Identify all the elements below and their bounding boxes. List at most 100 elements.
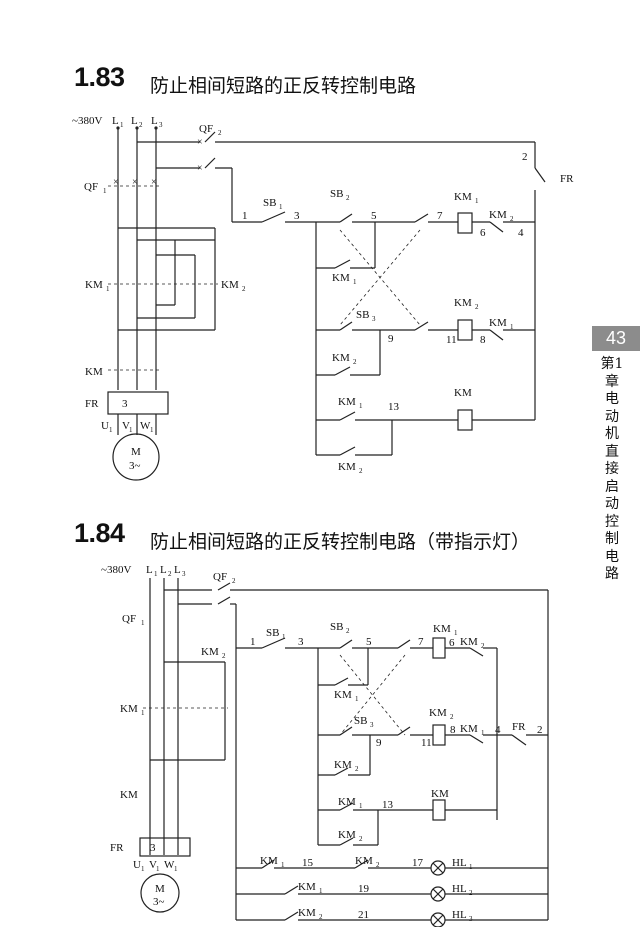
svg-text:1: 1 [319,887,323,895]
svg-text:1: 1 [454,629,458,637]
km1-hold-label: KM [332,272,350,284]
svg-text:1: 1 [481,729,485,737]
km-coil-label: KM [454,387,472,399]
svg-text:2: 2 [481,642,485,650]
svg-text:2: 2 [469,889,473,897]
svg-text:3: 3 [150,842,156,854]
km1-coil-label: KM [454,191,472,203]
svg-text:3: 3 [159,121,163,129]
section-title-1-84: 防止相间短路的正反转控制电路（带指示灯） [150,531,531,553]
svg-text:×: × [197,137,203,148]
section-title-1-83: 防止相间短路的正反转控制电路 [150,75,417,97]
svg-text:×: × [132,177,138,188]
sb2-label: SB [330,188,343,200]
svg-text:2: 2 [522,151,528,163]
km1-main-label: KM [85,279,103,291]
svg-text:KM: KM [338,829,356,841]
svg-text:3: 3 [122,398,128,410]
svg-text:M: M [155,883,165,895]
svg-text:1: 1 [141,709,145,717]
svg-text:2: 2 [537,724,543,736]
svg-text:1: 1 [154,570,158,578]
qf1-label: QF [84,181,98,193]
svg-text:1: 1 [174,865,178,873]
svg-text:KM: KM [334,759,352,771]
fr-label: FR [85,398,99,410]
svg-text:11: 11 [446,334,457,346]
svg-text:2: 2 [139,121,143,129]
svg-text:SB: SB [266,627,279,639]
km2-hold-label: KM [332,352,350,364]
svg-text:5: 5 [366,636,372,648]
svg-text:3: 3 [372,315,376,323]
svg-text:KM: KM [298,881,316,893]
svg-text:1: 1 [103,187,107,195]
svg-text:13: 13 [388,401,400,413]
svg-text:FR: FR [512,721,526,733]
svg-text:KM: KM [355,855,373,867]
svg-text:KM: KM [429,707,447,719]
svg-text:13: 13 [382,799,394,811]
svg-text:1: 1 [279,203,283,211]
svg-text:3: 3 [469,915,473,923]
svg-text:KM: KM [431,788,449,800]
svg-text:7: 7 [437,210,443,222]
fr-contact-label: FR [560,173,574,185]
svg-text:21: 21 [358,909,369,921]
svg-text:2: 2 [355,765,359,773]
svg-text:1: 1 [120,121,124,129]
svg-text:×: × [197,163,203,174]
svg-text:KM: KM [334,689,352,701]
sb3-label: SB [356,309,369,321]
km1-main-label-b: KM [120,703,138,715]
svg-text:2: 2 [346,194,350,202]
svg-text:U: U [133,859,141,871]
svg-text:1: 1 [281,861,285,869]
svg-text:4: 4 [495,724,501,736]
svg-text:KM: KM [460,723,478,735]
qf1-label-b: QF [122,613,136,625]
svg-text:17: 17 [412,857,424,869]
svg-text:KM: KM [260,855,278,867]
svg-text:2: 2 [218,129,222,137]
svg-text:2: 2 [232,577,236,585]
svg-text:KM: KM [489,317,507,329]
section-number-1-83: 1.83 [74,62,125,92]
svg-text:2: 2 [510,215,514,223]
svg-text:1: 1 [141,619,145,627]
svg-text:1: 1 [141,865,145,873]
svg-text:1: 1 [150,426,154,434]
svg-text:SB: SB [354,715,367,727]
svg-text:L: L [131,115,138,127]
motor-label: M [131,446,141,458]
svg-text:1: 1 [109,426,113,434]
svg-text:8: 8 [480,334,486,346]
svg-text:U: U [101,420,109,432]
hl1-label: HL [452,857,467,869]
svg-text:3: 3 [370,721,374,729]
svg-text:L: L [146,564,153,576]
svg-text:2: 2 [359,835,363,843]
svg-text:KM: KM [460,636,478,648]
svg-text:1: 1 [129,426,133,434]
svg-text:L: L [174,564,181,576]
svg-text:3: 3 [294,210,300,222]
l1-label: L [112,115,119,127]
svg-text:1: 1 [355,695,359,703]
svg-text:4: 4 [518,227,524,239]
svg-text:1: 1 [282,633,286,641]
svg-text:3~: 3~ [129,460,141,472]
svg-text:3~: 3~ [153,896,165,908]
svg-text:~380V: ~380V [101,564,131,576]
svg-text:V: V [149,859,157,871]
svg-text:2: 2 [242,285,246,293]
svg-text:3: 3 [182,570,186,578]
svg-text:6: 6 [449,637,455,649]
svg-text:×: × [151,177,157,188]
svg-text:1: 1 [510,323,514,331]
qf2-label-b: QF [213,571,227,583]
svg-text:19: 19 [358,883,370,895]
